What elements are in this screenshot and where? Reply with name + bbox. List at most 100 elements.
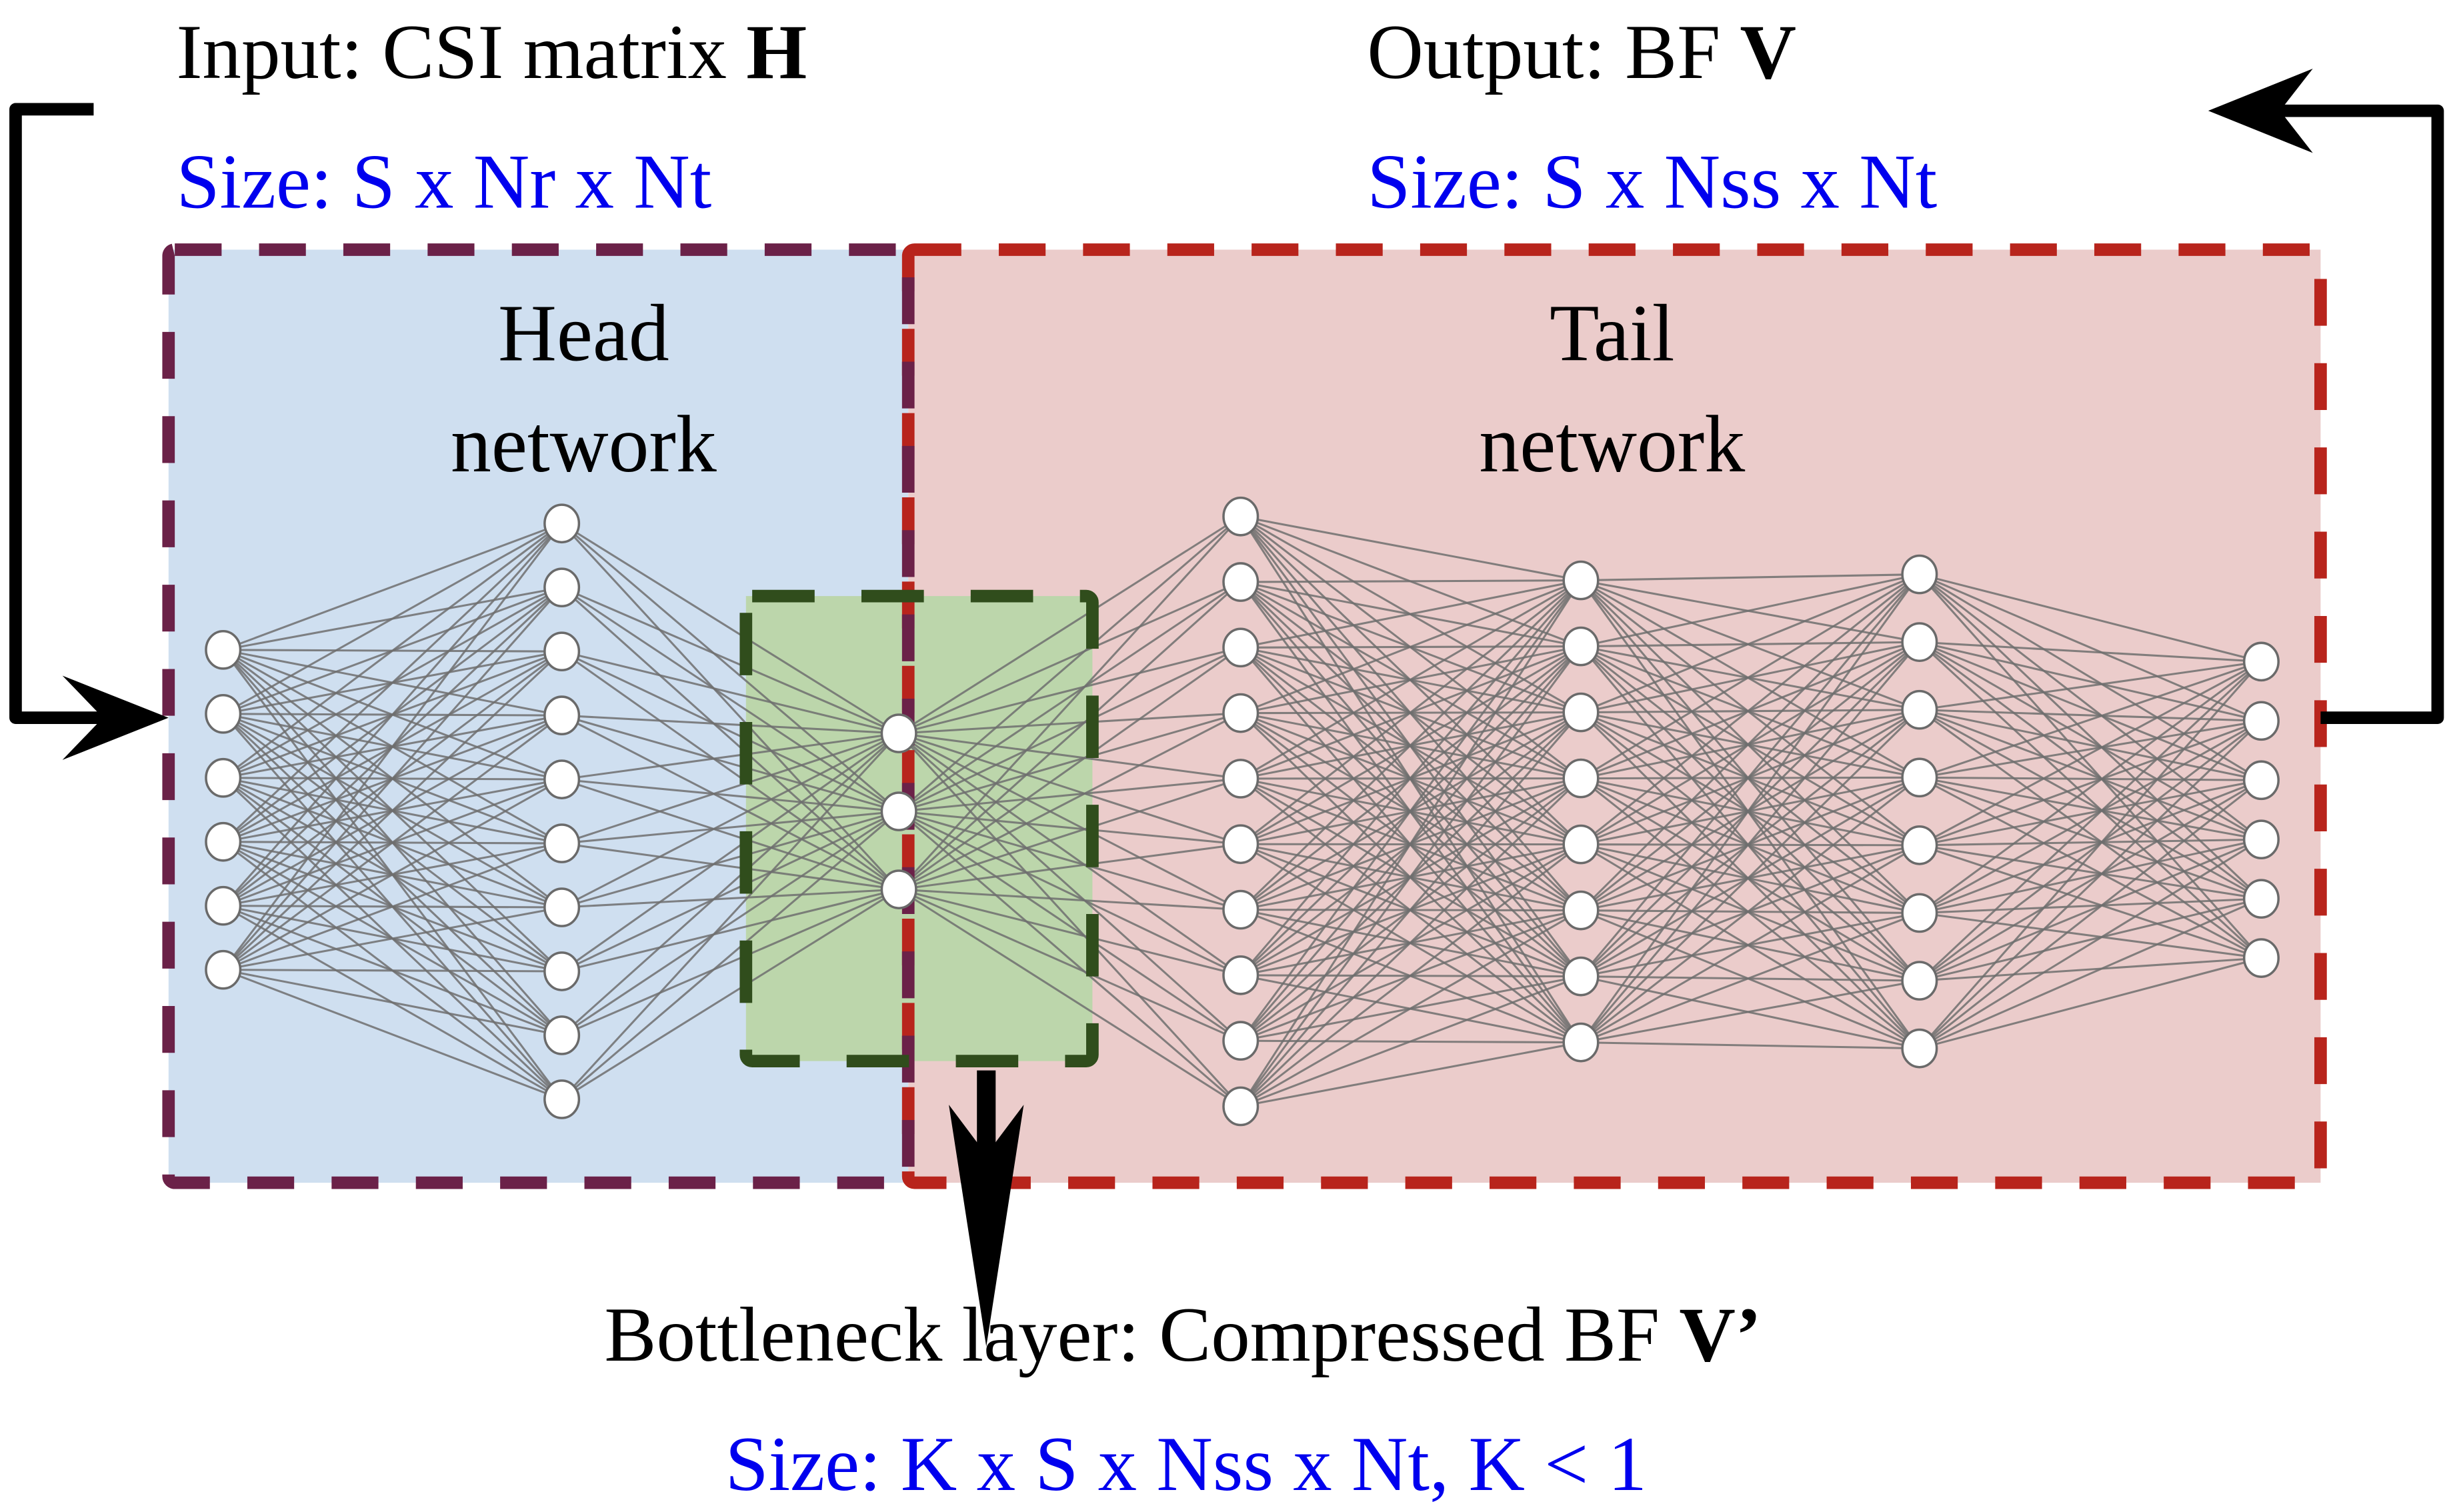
edge <box>1919 838 2262 847</box>
edge <box>1919 719 2262 847</box>
edge <box>561 732 899 781</box>
edge <box>561 810 900 1037</box>
tail-hidden-1-node <box>1222 562 1260 602</box>
edge <box>898 712 1242 891</box>
tail-hidden-2-node <box>1562 692 1600 733</box>
edge <box>1240 579 1581 583</box>
edge <box>898 647 1242 891</box>
edge <box>223 906 562 971</box>
edge <box>1918 779 2262 1049</box>
edge <box>1918 641 2262 959</box>
edge <box>1919 838 2262 982</box>
edge <box>1919 641 2262 722</box>
tail-hidden-2-node <box>1562 1022 1600 1063</box>
edge <box>1240 777 1582 1107</box>
tail-hidden-1-node <box>1222 1021 1260 1061</box>
head-hidden-node <box>543 567 581 608</box>
edge <box>1919 844 2262 900</box>
edge <box>561 732 899 845</box>
tail-hidden-1-node <box>1222 496 1260 537</box>
edge <box>1919 897 2262 1050</box>
tail-output-node <box>2242 641 2280 682</box>
tail-hidden-1-node <box>1222 693 1260 733</box>
edge <box>899 712 1241 735</box>
edge <box>1919 641 2262 663</box>
edge <box>1240 579 1582 1107</box>
edge <box>1240 579 1582 649</box>
edge <box>1919 719 2262 779</box>
edge <box>561 778 899 891</box>
edge <box>1919 897 2262 982</box>
tail-hidden-2-node <box>1562 560 1600 601</box>
edge <box>1580 573 1920 582</box>
edge <box>899 777 1241 813</box>
edge <box>561 714 899 735</box>
tail-hidden-3-node <box>1901 1028 1938 1069</box>
edge <box>1919 911 2262 959</box>
edge <box>561 810 899 845</box>
edge <box>898 515 1242 813</box>
tail-hidden-3-node <box>1901 961 1938 1001</box>
edge <box>1580 709 1920 1043</box>
edge <box>1919 660 2262 779</box>
edge <box>1240 645 1582 1107</box>
edge <box>561 888 899 973</box>
edge <box>898 712 1242 813</box>
edge <box>898 777 1242 891</box>
head-input-node <box>205 949 242 990</box>
edge <box>1580 777 1920 1043</box>
edge <box>1918 661 2262 982</box>
head-hidden-node <box>543 631 581 672</box>
tail-hidden-1-node <box>1222 955 1260 995</box>
edge <box>222 778 563 971</box>
edge <box>223 969 562 1037</box>
edge <box>1240 909 1582 1107</box>
bottleneck-title: Bottleneck layer: Compressed BF V’ <box>604 1292 1761 1378</box>
output-arrow-icon <box>2208 68 2444 725</box>
tail-hidden-3-node <box>1901 825 1938 865</box>
tail-output-node <box>2242 760 2280 801</box>
input-title: Input: CSI matrix H <box>176 9 807 95</box>
edge <box>1919 776 2262 841</box>
bottleneck-node <box>880 869 917 909</box>
edge <box>223 969 563 1101</box>
tail-hidden-3-node <box>1901 689 1938 730</box>
edge <box>1580 573 1921 977</box>
edge <box>1919 573 2262 722</box>
edge <box>1918 720 2262 1049</box>
head-hidden-node <box>543 1079 581 1119</box>
edge <box>561 732 900 973</box>
tail-hidden-1-node <box>1222 1086 1260 1127</box>
head-input-node <box>205 885 242 926</box>
edge <box>898 888 1242 1107</box>
edge <box>1240 579 1582 976</box>
tail-hidden-1-node <box>1222 759 1260 799</box>
tail-hidden-3-node <box>1901 554 1938 595</box>
edge <box>1919 573 2262 663</box>
head-network-border <box>162 243 915 1189</box>
edge <box>1240 515 1582 582</box>
edge <box>1919 779 2262 847</box>
edge <box>1919 573 2262 781</box>
edge <box>1580 573 1920 648</box>
edge <box>1918 720 2262 982</box>
edge <box>561 842 899 891</box>
edge <box>561 778 899 813</box>
edge <box>222 523 563 971</box>
tail-output-node <box>2242 879 2280 919</box>
edge <box>223 842 563 971</box>
head-network-label-line2: network <box>451 400 717 489</box>
bottleneck-arrow-icon <box>949 1070 1024 1347</box>
edge <box>1580 573 1920 845</box>
edge <box>1240 579 1582 1042</box>
edge <box>223 522 563 651</box>
edge <box>1580 1041 1920 1050</box>
tail-network-label-line2: network <box>1479 400 1745 489</box>
edge <box>1919 838 2262 914</box>
head-input-node <box>205 630 242 670</box>
edge <box>898 581 1242 735</box>
edge <box>561 586 899 735</box>
tail-hidden-2-node <box>1562 824 1600 865</box>
edge <box>561 810 899 973</box>
edge <box>898 581 1242 891</box>
